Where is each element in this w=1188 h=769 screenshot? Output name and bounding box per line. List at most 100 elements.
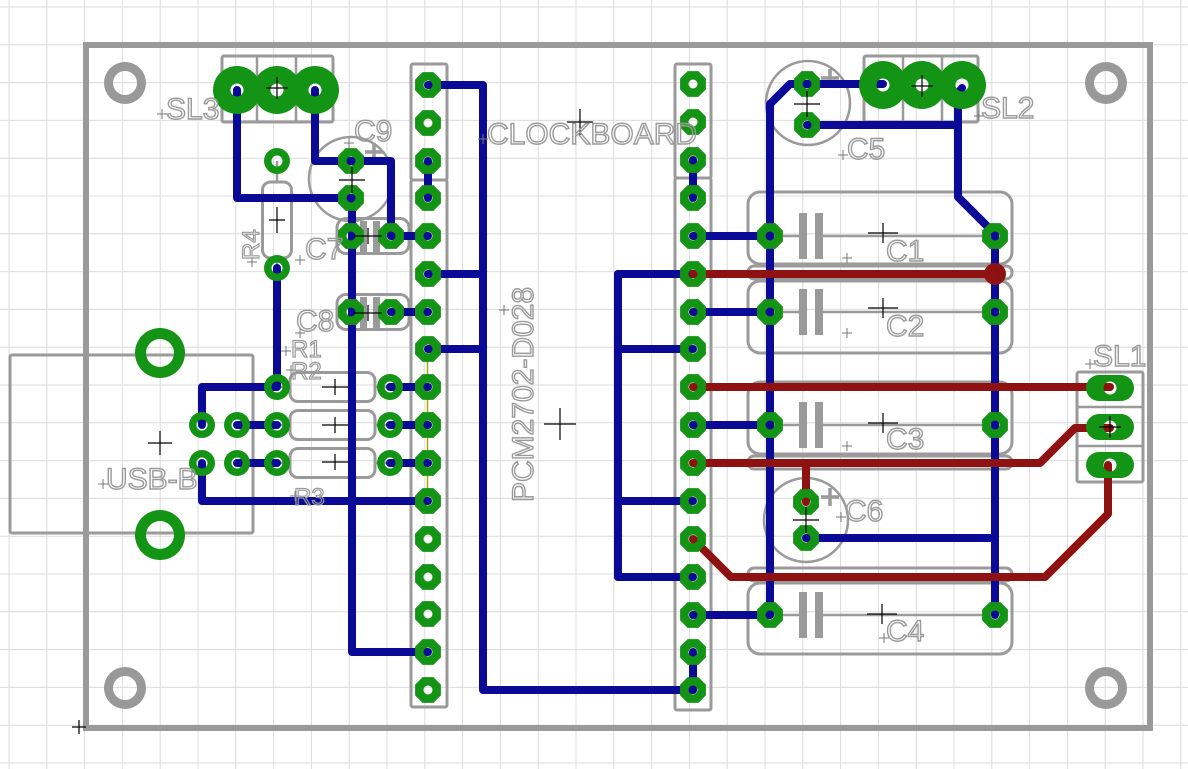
pad-octagon[interactable]	[415, 185, 441, 211]
pad-round[interactable]	[377, 374, 403, 400]
pad-octagon[interactable]	[793, 489, 819, 515]
pad-round[interactable]	[377, 450, 403, 476]
pad-octagon[interactable]	[338, 223, 364, 249]
pad-octagon[interactable]	[378, 223, 404, 249]
pad-octagon[interactable]	[680, 261, 706, 287]
pad-round[interactable]	[224, 450, 250, 476]
pad-octagon[interactable]	[415, 677, 441, 703]
component-outline[interactable]	[746, 279, 1014, 355]
component-label-R4[interactable]: R4	[237, 229, 265, 261]
pad-octagon[interactable]	[680, 374, 706, 400]
pad-octagon[interactable]	[680, 223, 706, 249]
component-outline[interactable]	[8, 353, 255, 535]
pad-octagon[interactable]	[680, 526, 706, 552]
component-label-R1[interactable]: R1	[290, 335, 322, 363]
pad-octagon[interactable]	[982, 602, 1008, 628]
connector-pad[interactable]	[253, 66, 301, 114]
pad-round[interactable]	[264, 450, 290, 476]
pad-octagon[interactable]	[680, 450, 706, 476]
pad-octagon[interactable]	[415, 601, 441, 627]
copper-trace-bottom[interactable]	[233, 86, 432, 656]
pad-octagon[interactable]	[415, 261, 441, 287]
component-label-C1[interactable]: C1	[885, 234, 925, 268]
pad-round[interactable]	[264, 412, 290, 438]
pad-round[interactable]	[264, 255, 290, 281]
component-label-R2[interactable]: R2	[290, 357, 322, 385]
usb-shield-hole-pad[interactable]	[135, 509, 186, 561]
component-label-CLOCKBOARD[interactable]: CLOCKBOARD	[486, 117, 697, 151]
connector-pad[interactable]	[1086, 375, 1134, 401]
pad-octagon[interactable]	[415, 412, 441, 438]
pad-octagon[interactable]	[415, 148, 441, 174]
pad-octagon[interactable]	[415, 639, 441, 665]
pad-octagon[interactable]	[794, 71, 820, 97]
label-layer[interactable]: SL3C9C7C8R4R1R2R3USB-BCLOCKBOARDPCM2702-…	[105, 91, 1147, 648]
component-label-C9[interactable]: C9	[353, 114, 393, 148]
component-label-C5[interactable]: C5	[846, 132, 886, 166]
pad-octagon[interactable]	[415, 299, 441, 325]
component-label-C4[interactable]: C4	[885, 614, 925, 648]
component-outline[interactable]	[746, 190, 1014, 266]
pad-octagon[interactable]	[680, 147, 706, 173]
pad-octagon[interactable]	[757, 412, 783, 438]
pad-octagon[interactable]	[415, 564, 441, 590]
pad-octagon[interactable]	[982, 299, 1008, 325]
pad-octagon[interactable]	[680, 336, 706, 362]
pad-octagon[interactable]	[415, 72, 441, 98]
pad-octagon[interactable]	[415, 488, 441, 514]
connector-pad[interactable]	[291, 66, 339, 114]
pad-octagon[interactable]	[793, 525, 819, 551]
mounting-hole[interactable]	[1085, 667, 1127, 709]
pad-octagon[interactable]	[757, 299, 783, 325]
pad-octagon[interactable]	[982, 223, 1008, 249]
component-label-C6[interactable]: C6	[844, 494, 884, 528]
pad-octagon[interactable]	[415, 223, 441, 249]
mounting-hole[interactable]	[104, 62, 146, 104]
pad-octagon[interactable]	[680, 639, 706, 665]
component-label-R3[interactable]: R3	[293, 483, 325, 511]
board-outline[interactable]	[83, 42, 1153, 731]
pad-octagon[interactable]	[415, 110, 441, 136]
pad-octagon[interactable]	[415, 374, 441, 400]
pad-octagon[interactable]	[338, 185, 364, 211]
mounting-hole[interactable]	[104, 667, 146, 709]
component-label-SL3[interactable]: SL3	[165, 92, 220, 126]
pad-octagon[interactable]	[757, 223, 783, 249]
pad-octagon[interactable]	[794, 112, 820, 138]
component-label-PCM2702-D028[interactable]: PCM2702-D028	[506, 286, 540, 503]
pad-octagon[interactable]	[680, 299, 706, 325]
component-outline[interactable]	[746, 380, 1014, 456]
connector-pad[interactable]	[1086, 452, 1134, 478]
pad-octagon[interactable]	[378, 299, 404, 325]
component-label-USB-B[interactable]: USB-B	[105, 462, 198, 496]
capacitor-circle-outline[interactable]	[764, 59, 852, 147]
component-label-SL1[interactable]: SL1	[1092, 339, 1147, 373]
usb-shield-hole-pad[interactable]	[135, 327, 186, 379]
component-label-C3[interactable]: C3	[885, 422, 925, 456]
pad-octagon[interactable]	[680, 488, 706, 514]
mounting-hole[interactable]	[1085, 62, 1127, 104]
connector-pad[interactable]	[213, 66, 261, 114]
pad-round[interactable]	[377, 412, 403, 438]
pad-octagon[interactable]	[415, 526, 441, 552]
pad-octagon[interactable]	[680, 677, 706, 703]
pad-round[interactable]	[264, 374, 290, 400]
pad-round[interactable]	[189, 412, 215, 438]
component-label-C8[interactable]: C8	[295, 304, 335, 338]
pad-octagon[interactable]	[680, 602, 706, 628]
copper-trace-top[interactable]	[689, 461, 1112, 581]
component-label-C2[interactable]: C2	[885, 309, 925, 343]
pad-octagon[interactable]	[415, 450, 441, 476]
pad-octagon[interactable]	[680, 185, 706, 211]
pad-octagon[interactable]	[982, 412, 1008, 438]
pad-octagon[interactable]	[680, 564, 706, 590]
pad-round[interactable]	[224, 412, 250, 438]
connector-pad[interactable]	[938, 61, 986, 109]
pad-octagon[interactable]	[680, 109, 706, 135]
copper-trace-bottom[interactable]	[424, 81, 697, 694]
pad-octagon[interactable]	[680, 412, 706, 438]
connector-pad[interactable]	[859, 61, 907, 109]
pad-round[interactable]	[264, 148, 290, 174]
